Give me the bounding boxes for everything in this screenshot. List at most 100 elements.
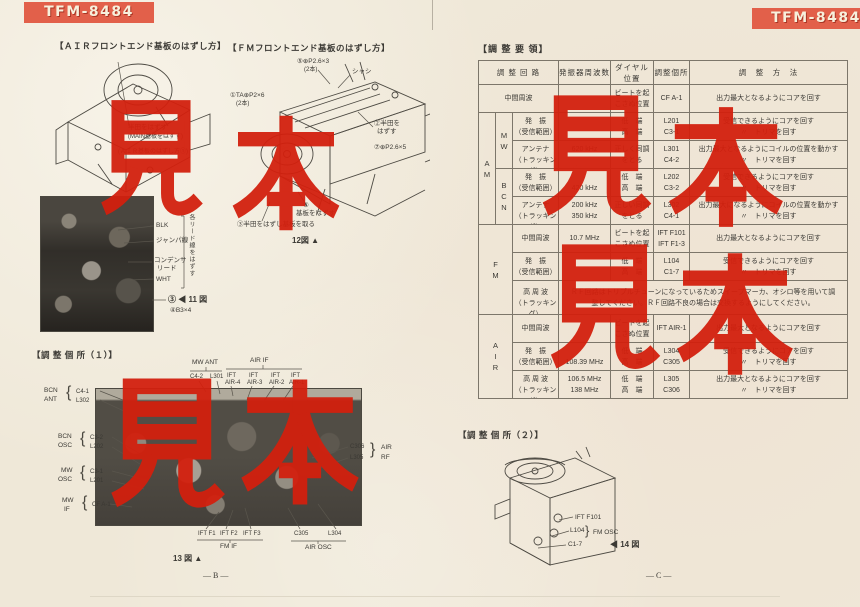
callout-ift-air1-b: AIR-1 bbox=[289, 380, 305, 386]
cell-method: 出力最大となるようにコアを回す〃 トリマを回す bbox=[689, 370, 849, 399]
callout-bcn-ant-2: ANT bbox=[44, 396, 57, 403]
fm-removal-title: 【ＦＭフロントエンド基板のはずし方】 bbox=[228, 43, 391, 53]
header-dial: ダイヤル位置 bbox=[610, 60, 655, 85]
model-badge-right: TFM-8484 bbox=[752, 8, 860, 29]
air-annotation-solder: 半田をはずす bbox=[128, 124, 167, 131]
cell-freq: 108.39 MHz bbox=[558, 342, 612, 371]
table-header-row: 調 整 回 路 発振器周波数 ダイヤル位置 調整個所 調 整 方 法 bbox=[477, 60, 849, 85]
callout-cf-a1: CF A-1 bbox=[92, 502, 111, 508]
page-footer-c: — C — bbox=[646, 571, 672, 580]
fm-annotation-num6: ⑥ bbox=[303, 202, 309, 209]
fm-annotation-screw5: ⑤⊕P2.6×3 bbox=[297, 58, 330, 65]
cell-method: 受信できるようにコアを回す〃 トリマを回す bbox=[689, 168, 849, 197]
cell-freq: 10.7 MHz bbox=[558, 224, 612, 253]
callout-l302: L302 bbox=[76, 398, 90, 404]
cell-method: 受信できるようにコアを回す〃 トリマを回す bbox=[689, 112, 849, 141]
wire-label-jumper: ジャンパ線 bbox=[156, 237, 189, 244]
cell-dial: 低 端高 端 bbox=[610, 342, 655, 371]
figure-11-caption: ③ ◀ 11 図 bbox=[168, 295, 208, 304]
cell-note: ＲＦ回路はトリプルチューンになっているためスイープマーカ、オシロ等を用いて調整し… bbox=[558, 280, 849, 315]
callout-fm-if: FM IF bbox=[220, 543, 237, 550]
cell-freq bbox=[558, 112, 612, 141]
cell-dial: 低 端高 端 bbox=[610, 112, 655, 141]
fm-unit-drawing bbox=[494, 446, 617, 566]
figure-14-caption: ◀ 14 図 bbox=[610, 540, 640, 549]
fm-annotation-chassis: シャシ bbox=[352, 68, 372, 75]
cell-method: 受信できるようにコアを回す〃 トリマを回す bbox=[689, 252, 849, 281]
cell-method: 出力最大になるようにコイルの位置を動かす〃 トリマを回す bbox=[689, 196, 849, 225]
cell-circuit: 中間周波 bbox=[511, 314, 560, 343]
cell-freq bbox=[558, 314, 612, 343]
left-brace-4: { bbox=[82, 494, 88, 511]
cell-method: 出力最大となるようにコアを回す bbox=[689, 84, 849, 113]
left-brace-3: { bbox=[80, 464, 86, 481]
callout-ift-air2-b: AIR-2 bbox=[269, 380, 285, 386]
wire-label-blk: BLK bbox=[156, 222, 169, 229]
cell-dial: 正しく同調をとる bbox=[610, 140, 655, 169]
cell-circuit: 発 振（受信範囲） bbox=[511, 342, 560, 371]
fm-annotation-screw7: ⑦⊕P2.6×5 bbox=[374, 144, 407, 151]
adjustment-table: 調 整 回 路 発振器周波数 ダイヤル位置 調整個所 調 整 方 法 中間周波 … bbox=[477, 60, 849, 399]
callout-mw-osc-2: OSC bbox=[58, 476, 73, 483]
cell-dial: 低 端高 端 bbox=[610, 370, 655, 399]
cell-circuit: アンテナ（トラッキング） bbox=[511, 140, 560, 169]
page-fold-line bbox=[432, 0, 433, 30]
callout-ift-f2: IFT F2 bbox=[220, 531, 238, 537]
page-footer-b: — B — bbox=[203, 571, 229, 580]
callout-c305: C305 bbox=[294, 531, 309, 537]
callout-air-if: AIR IF bbox=[250, 357, 269, 364]
cell-freq bbox=[558, 252, 612, 281]
cell-method: 受信できるようにコアを回す〃 トリマを回す bbox=[689, 342, 849, 371]
callout-ift-f3: IFT F3 bbox=[243, 531, 261, 537]
fm-annotation-board: 基板をはずす bbox=[296, 210, 335, 217]
fm-annotation-screw5-qty: (2本) bbox=[304, 67, 318, 73]
air-removal-photo bbox=[40, 196, 154, 332]
cell-circuit: 発 振（受信範囲） bbox=[511, 168, 560, 197]
spots1-title: 【調 整 個 所（１）】 bbox=[32, 350, 118, 360]
screw-b3x4-label: ④B3×4 bbox=[170, 307, 192, 314]
figure-12-caption: 12図 ▲ bbox=[292, 236, 320, 245]
cell-dial: ビートを起こさぬ位置 bbox=[610, 84, 655, 113]
callout-mw-ant: MW ANT bbox=[192, 359, 218, 366]
wire-label-capacitor-2: リード bbox=[157, 265, 177, 272]
callout-ift-f1: IFT F1 bbox=[198, 531, 216, 537]
air-annotation-main-board: (MAIN基板をはずす) bbox=[128, 134, 183, 140]
cell-circuit: 中間周波 bbox=[511, 224, 560, 253]
callout-l304: L304 bbox=[328, 531, 342, 537]
cell-circuit: 発 振（受信範囲） bbox=[511, 112, 560, 141]
callout-l305: L305 bbox=[350, 455, 364, 461]
callout-bcn-osc-2: OSC bbox=[58, 442, 73, 449]
cell-dial: 低 端高 端 bbox=[610, 252, 655, 281]
cell-circuit: 高 周 波（トラッキング） bbox=[511, 280, 560, 315]
callout-ift-air4-b: AIR-4 bbox=[225, 380, 241, 386]
fm-annotation-screw1-qty: (2本) bbox=[236, 101, 250, 107]
table-title: 【調 整 要 領】 bbox=[478, 44, 549, 54]
callout-mw-if-2: IF bbox=[64, 506, 70, 513]
cell-dial: 低 端高 端 bbox=[610, 168, 655, 197]
cell-freq: 420 kHz bbox=[558, 168, 612, 197]
callout-c306: C306 bbox=[350, 444, 365, 450]
header-method: 調 整 方 法 bbox=[689, 60, 849, 85]
callout-fm-osc: FM OSC bbox=[593, 529, 619, 536]
callout-l104: L104 bbox=[570, 527, 585, 534]
fm-annotation-solder-2: はずす bbox=[377, 128, 397, 135]
